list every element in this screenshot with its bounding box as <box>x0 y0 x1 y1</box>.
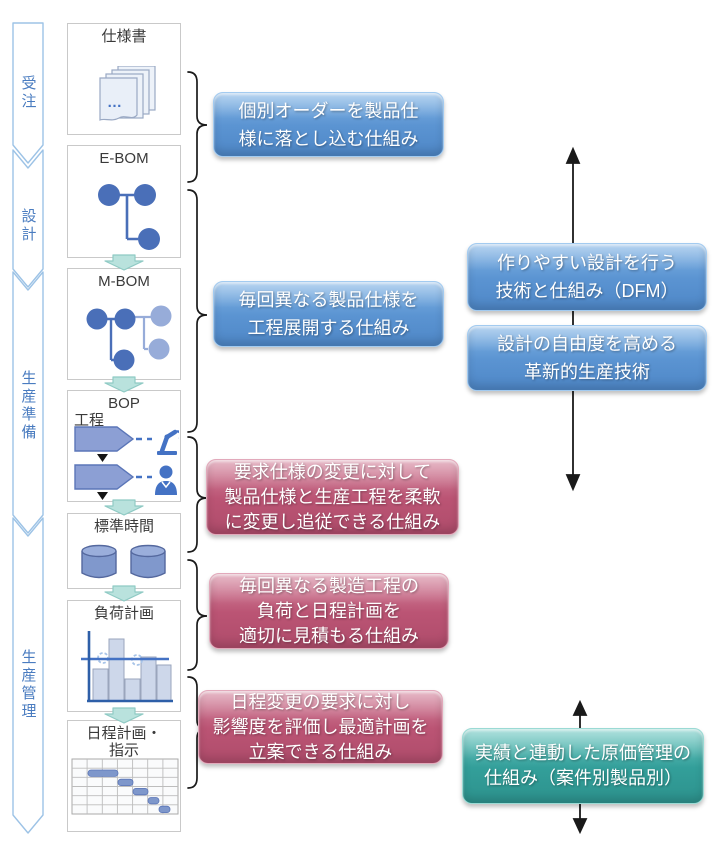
box-bop: BOP 工程 <box>67 390 181 502</box>
callout-order-to-spec: 個別オーダーを製品仕 様に落とし込む仕組み <box>213 92 444 157</box>
callout-cost-management: 実績と連動した原価管理の 仕組み（案件別製品別） <box>462 728 704 804</box>
box-mbom: M-BOM <box>67 268 181 380</box>
robot-arm-icon <box>157 429 179 455</box>
callout-schedule-change: 日程変更の要求に対し 影響度を評価し最適計画を 立案できる仕組み <box>198 690 443 764</box>
callout-innovative-tech-text: 設計の自由度を高める 革新的生産技術 <box>497 334 677 382</box>
documents-stack-icon: … <box>99 66 156 121</box>
person-icon <box>155 465 177 495</box>
brace-load-estimate <box>187 559 208 671</box>
database-cylinders-icon <box>81 544 166 579</box>
box-load-plan-title: 負荷計画 <box>93 605 154 622</box>
box-bop-subtitle: 工程 <box>74 412 105 429</box>
box-ebom: E-BOM <box>67 145 181 258</box>
stage-label-order: 受注 <box>19 74 37 111</box>
box-standard-time-title: 標準時間 <box>93 518 154 535</box>
box-specification: 仕様書 … <box>67 23 181 135</box>
box-bop-title: BOP <box>108 395 140 412</box>
documents-ellipsis: … <box>107 94 123 111</box>
callout-process-deploy-text: 毎回異なる製品仕様を 工程展開する仕組み <box>238 290 419 338</box>
brace-process-deploy <box>187 189 208 433</box>
box-specification-title: 仕様書 <box>101 28 147 45</box>
gantt-chart-icon <box>71 758 179 815</box>
callout-dfm: 作りやすい設計を行う 技術と仕組み（DFM） <box>467 243 707 311</box>
box-load-plan: 負荷計画 <box>67 600 181 712</box>
callout-order-to-spec-text: 個別オーダーを製品仕 様に落とし込む仕組み <box>238 100 419 149</box>
brace-flexible-change <box>187 436 208 553</box>
callout-load-estimate: 毎回異なる製造工程の 負荷と日程計画を 適切に見積もる仕組み <box>209 573 449 649</box>
mbom-tree-icon <box>86 305 172 371</box>
callout-dfm-text: 作りやすい設計を行う 技術と仕組み（DFM） <box>495 253 679 301</box>
box-mbom-title: M-BOM <box>98 273 150 290</box>
box-ebom-title: E-BOM <box>99 150 149 167</box>
callout-innovative-tech: 設計の自由度を高める 革新的生産技術 <box>467 325 707 391</box>
callout-cost-management-text: 実績と連動した原価管理の 仕組み（案件別製品別） <box>475 743 691 788</box>
box-standard-time: 標準時間 <box>67 513 181 589</box>
box-schedule-plan: 日程計画・ 指示 <box>67 720 181 832</box>
stage-label-production-prep: 生産準備 <box>19 369 37 442</box>
double-arrow-design-production <box>565 146 581 492</box>
ebom-tree-icon <box>98 184 160 250</box>
callout-flexible-change: 要求仕様の変更に対して 製品仕様と生産工程を柔軟 に変更し追従できる仕組み <box>206 459 459 535</box>
brace-order-spec <box>187 71 208 183</box>
callout-flexible-change-text: 要求仕様の変更に対して 製品仕様と生産工程を柔軟 に変更し追従できる仕組み <box>224 461 441 532</box>
callout-schedule-change-text: 日程変更の要求に対し 影響度を評価し最適計画を 立案できる仕組み <box>212 691 429 762</box>
load-bar-chart-icon <box>81 631 173 703</box>
callout-process-deploy: 毎回異なる製品仕様を 工程展開する仕組み <box>213 281 444 347</box>
stage-label-production-mgmt: 生産管理 <box>19 649 37 721</box>
box-schedule-plan-title: 日程計画・ 指示 <box>86 725 162 760</box>
process-robot-person-icon <box>74 426 179 500</box>
callout-load-estimate-text: 毎回異なる製造工程の 負荷と日程計画を 適切に見積もる仕組み <box>239 575 419 646</box>
stage-label-design: 設計 <box>19 207 37 244</box>
